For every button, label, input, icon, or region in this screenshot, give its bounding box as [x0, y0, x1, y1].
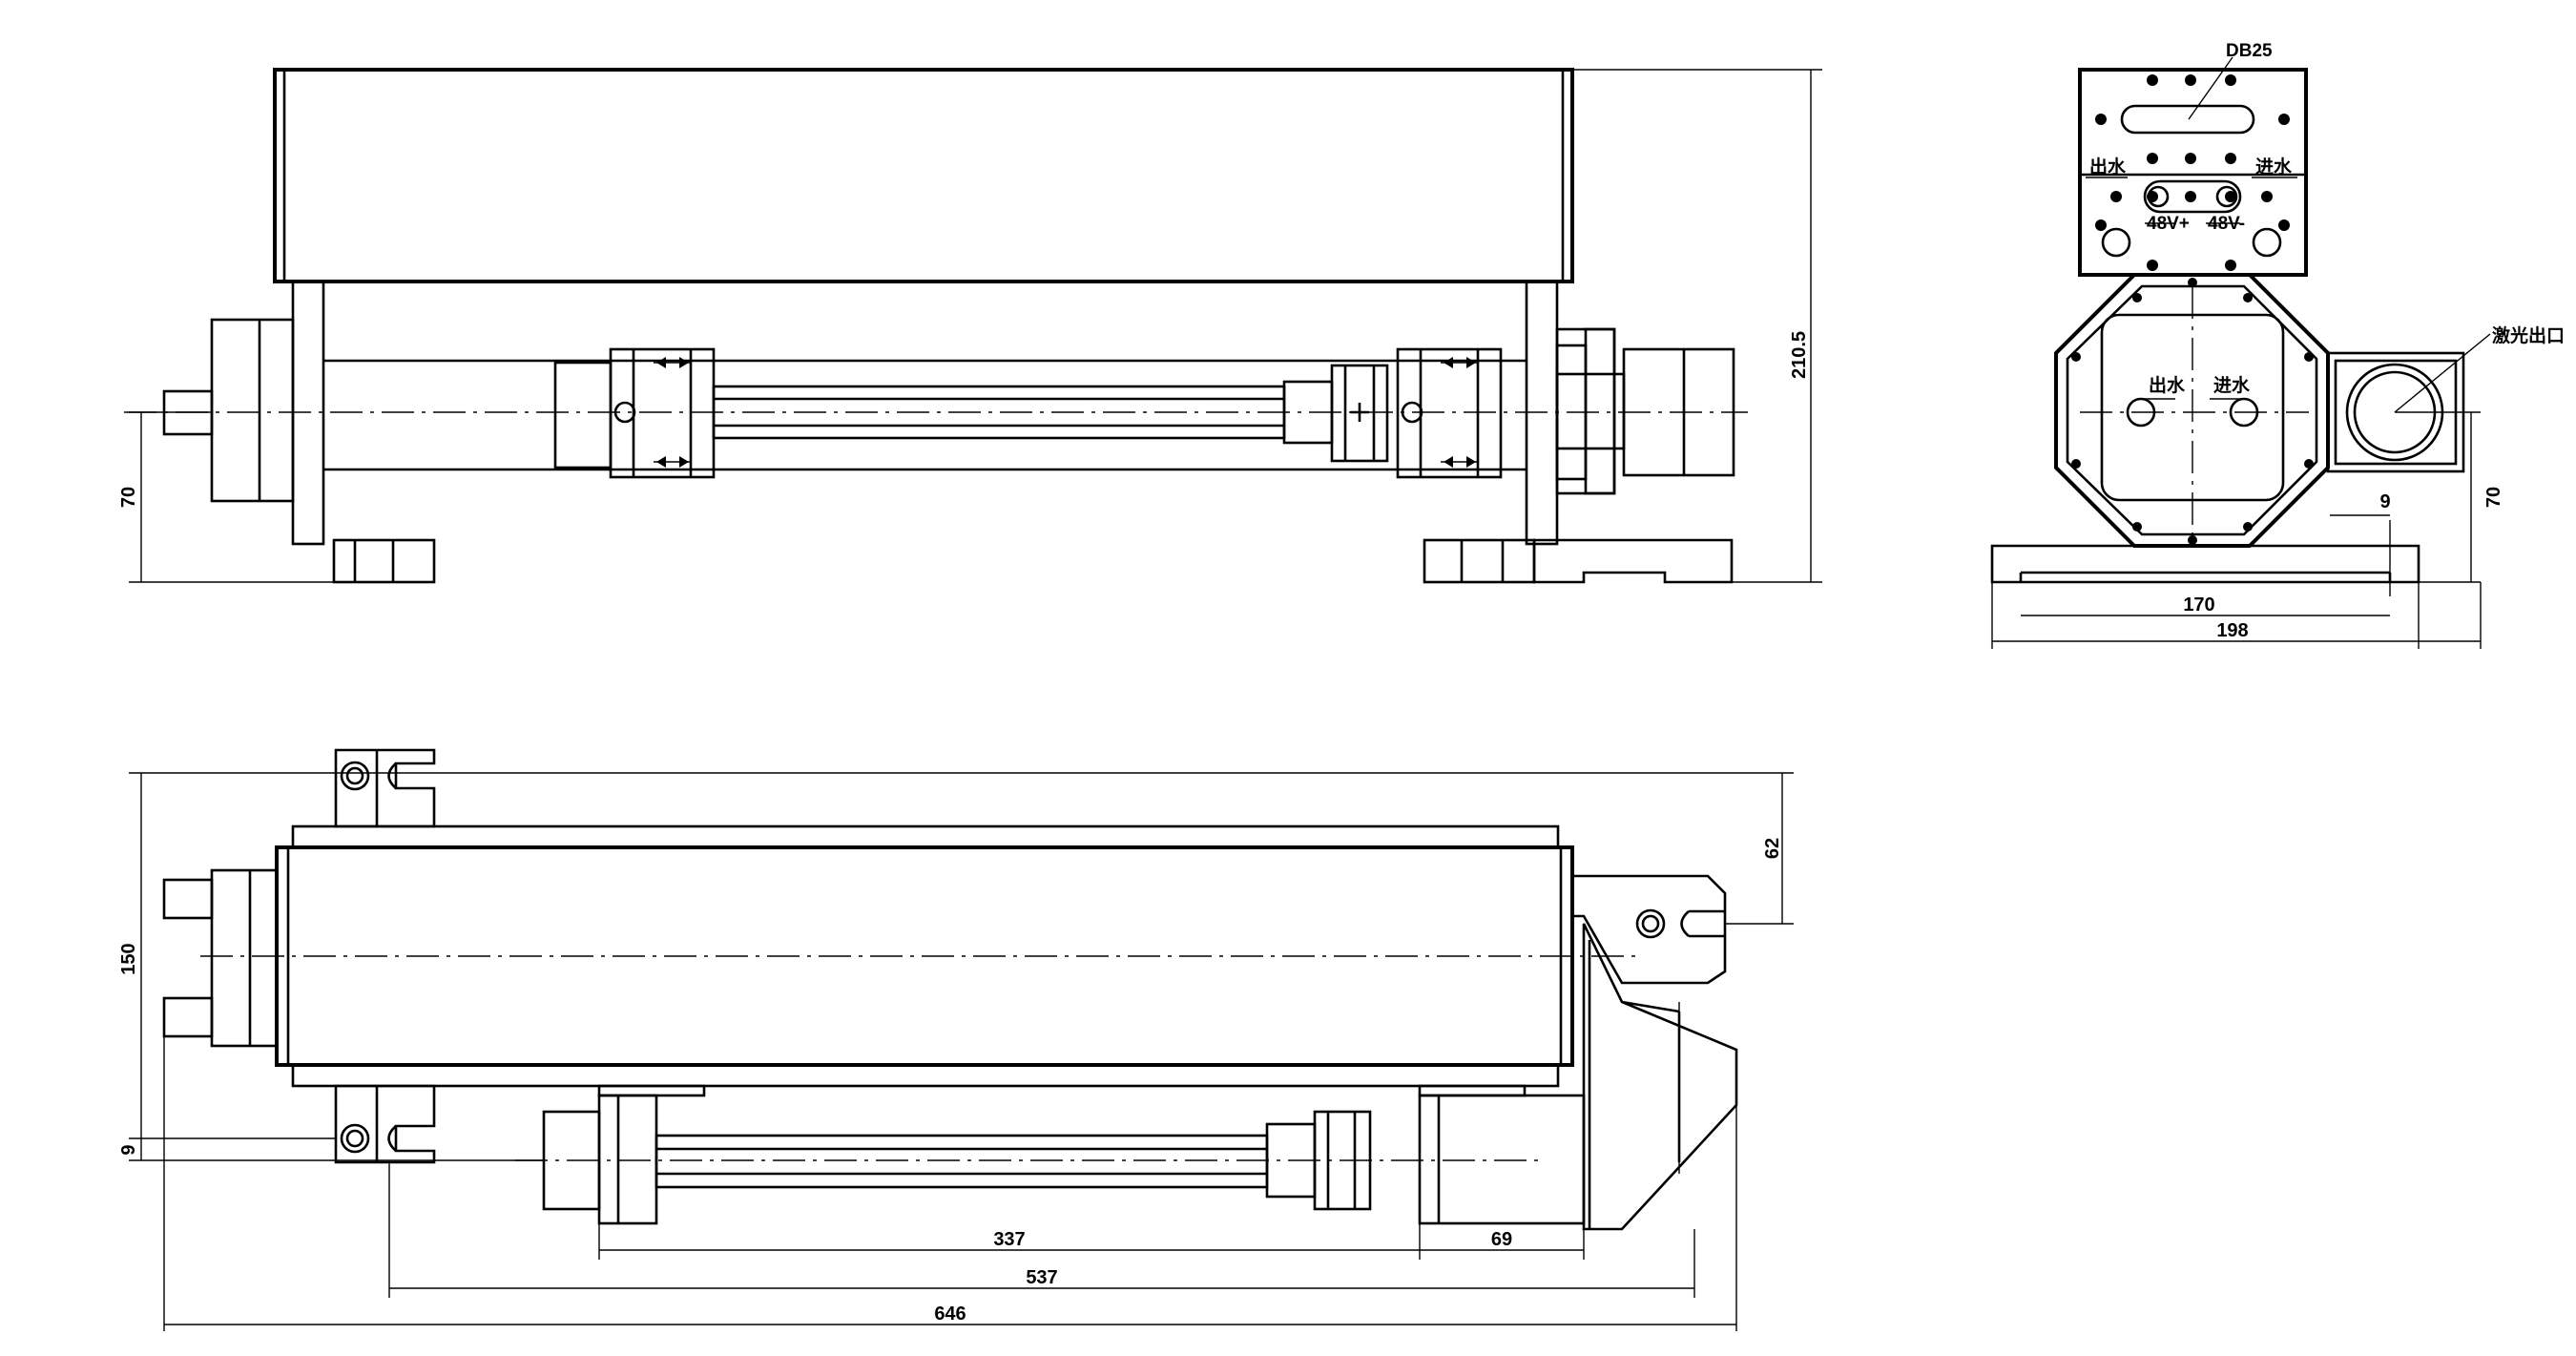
- plan-view: 62 150 9 337 69 537 646: [118, 748, 1794, 1331]
- plan-dim-total: 646: [934, 1304, 966, 1325]
- plan-dim-offset: 9: [118, 1144, 139, 1155]
- connector-screws: [2095, 74, 2290, 271]
- power-terminal-block: [2143, 179, 2242, 214]
- water-out-mid-label: 出水: [2149, 374, 2186, 396]
- side-dim-outer-width: 198: [2216, 620, 2248, 641]
- octagon-screws: [2071, 278, 2314, 545]
- front-left-foot: [332, 538, 436, 584]
- front-dim-height: 210.5: [1789, 331, 1810, 379]
- plan-laser-head: [1582, 923, 1738, 1231]
- front-view: 210.5 70: [118, 68, 1822, 584]
- side-view: DB25 出水 进水: [1990, 41, 2565, 649]
- plan-laser-rod: [654, 1134, 1269, 1189]
- front-right-foot: [1423, 538, 1536, 584]
- plan-right-ear: [1570, 874, 1727, 985]
- front-top-cover: [273, 68, 1574, 283]
- front-right-rod-holder: [1396, 347, 1503, 479]
- side-dim-inner-width: 170: [2183, 595, 2214, 615]
- laser-exit-label: 激光出口: [2492, 324, 2565, 346]
- front-rod-coupling: [1330, 364, 1389, 463]
- front-left-flange: [210, 318, 295, 503]
- front-left-rod-holder: [609, 347, 716, 479]
- side-base-plate: [1990, 544, 2420, 584]
- plan-dim-end: 69: [1491, 1229, 1512, 1250]
- power-pos-label: 48V+: [2147, 214, 2190, 234]
- plan-dim-width: 150: [118, 943, 139, 974]
- power-neg-label: 48V-: [2208, 214, 2245, 234]
- db25-label: DB25: [2226, 41, 2273, 61]
- water-in-top-label: 进水: [2255, 156, 2293, 177]
- front-dim-base: 70: [118, 487, 139, 508]
- plan-dim-mount: 537: [1026, 1267, 1057, 1288]
- plan-left-end: [210, 868, 279, 1048]
- plan-left-rod-holder: [597, 1094, 658, 1225]
- db25-connector: [2120, 104, 2255, 135]
- plan-right-rod-holder: [1418, 1094, 1586, 1225]
- water-out-top-label: 出水: [2089, 156, 2127, 177]
- plan-dim-rod: 337: [993, 1229, 1025, 1250]
- water-in-mid-label: 进水: [2213, 375, 2251, 396]
- side-dim-offset: 9: [2379, 491, 2390, 512]
- side-dim-height: 70: [2483, 487, 2504, 508]
- plan-dim-ear: 62: [1762, 838, 1783, 859]
